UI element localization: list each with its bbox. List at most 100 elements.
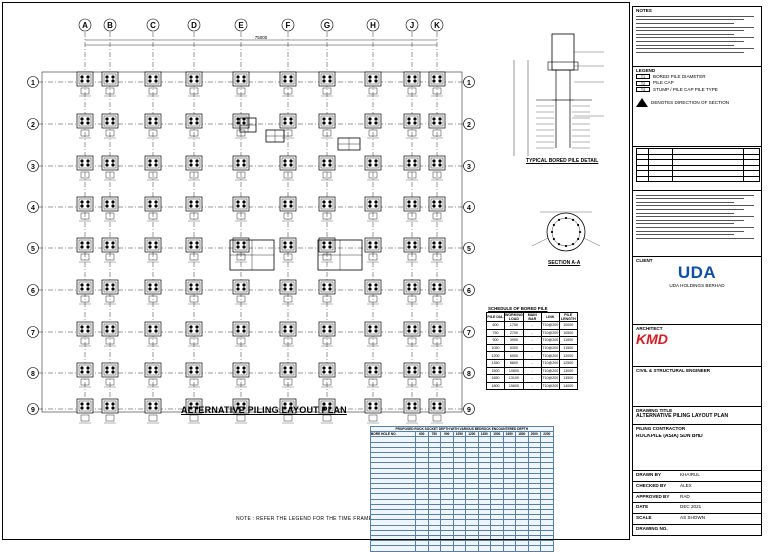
pile-cap: [428, 155, 446, 181]
pile-cap: [428, 362, 446, 388]
pile-cap: [144, 237, 162, 263]
pile-cap: [279, 71, 297, 97]
grid-bubble: 6: [27, 284, 39, 296]
grid-bubble: 7: [27, 326, 39, 338]
pile-cap: [101, 71, 119, 97]
pile-cap: [76, 196, 94, 222]
drawing-title-label: DRAWING TITLE: [636, 408, 673, 413]
grid-row-label: 3: [31, 164, 35, 171]
note-line: [636, 48, 754, 50]
note-line: [636, 15, 754, 17]
rebar-dot: [571, 218, 575, 221]
pile-cap: [232, 398, 250, 424]
table-row: [370, 477, 554, 485]
core-pile-group: [265, 129, 285, 143]
pile-cap: [144, 279, 162, 305]
rebar-dot: [550, 230, 554, 234]
grid-row-label: 8: [467, 371, 471, 378]
revision-cell: [743, 175, 760, 182]
title-field-label: CHECKED BY: [636, 482, 667, 488]
grid-bubble: 7: [463, 326, 475, 338]
grid-col-label: D: [191, 21, 197, 30]
pile-cap: [76, 362, 94, 388]
grid-row-label: 6: [467, 288, 471, 295]
grid-bubble: 9: [463, 403, 475, 415]
pile-cap: [101, 279, 119, 305]
pile-cap: [76, 71, 94, 97]
grid-bubble: A: [78, 18, 92, 32]
grid-col-label: G: [324, 21, 330, 30]
rebar-dot: [564, 216, 568, 220]
pile-cap: [318, 113, 336, 139]
pile-cap: [279, 155, 297, 181]
pile-cap: [101, 155, 119, 181]
bored-pile-detail-title: TYPICAL BORED PILE DETAIL: [526, 158, 599, 164]
title-field-value: ALEX: [680, 482, 692, 488]
note-line: [636, 22, 734, 24]
plan-title: ALTERNATIVE PILING LAYOUT PLAN: [181, 405, 347, 415]
table-cell: [427, 545, 441, 552]
pile-cap: [185, 71, 203, 97]
pile-cap: [428, 398, 446, 424]
pile-caps: [76, 71, 446, 424]
note-line: [636, 37, 754, 39]
grid-row-label: 2: [467, 122, 471, 129]
grid-col-label: B: [107, 21, 113, 30]
pile-cap: [185, 113, 203, 139]
pile-cap: [232, 155, 250, 181]
pile-cap: [144, 362, 162, 388]
pile-cap: [144, 398, 162, 424]
grid-bubble: 8: [27, 367, 39, 379]
pile-cap: [279, 398, 297, 424]
rebar-dot: [552, 237, 555, 241]
grid-bubble: H: [366, 18, 380, 32]
pile-cap: [428, 237, 446, 263]
pile-cap: [76, 237, 94, 263]
grid-bubble: 9: [27, 403, 39, 415]
contractor-label: PILING CONTRACTOR: [636, 426, 686, 431]
note-line: [636, 201, 734, 203]
pile-cap: [364, 279, 382, 305]
pile-schedule-title: SCHEDULE OF BORED PILE: [488, 306, 548, 311]
pile-cap: [76, 398, 94, 424]
pile-cap: [318, 362, 336, 388]
pile-cap: [144, 196, 162, 222]
grid-col-label: E: [238, 21, 244, 30]
pile-cap: [364, 155, 382, 181]
grid-row-label: 9: [467, 407, 471, 414]
pile-cap: [101, 398, 119, 424]
legend-text: BORED PILE DIAMETER: [653, 74, 706, 80]
pile-cap: [76, 113, 94, 139]
grid-bubble: F: [281, 18, 295, 32]
pile-cap: [279, 237, 297, 263]
pile-cap: [144, 113, 162, 139]
pile-cap: [101, 362, 119, 388]
pile-cap: [403, 237, 421, 263]
pile-cap: [279, 279, 297, 305]
note-line: [636, 223, 734, 225]
grid-bubble: 2: [27, 118, 39, 130]
table-row: [370, 529, 554, 536]
revision-section: [633, 147, 761, 191]
legend-item: T3 STUMP / PILE CAP PILE TYPE: [636, 87, 758, 92]
note-line: [636, 33, 734, 35]
grid-row-label: 1: [467, 80, 471, 87]
rebar-dot: [578, 230, 582, 234]
grid-bubble: G: [320, 18, 334, 32]
pile-cap: [318, 196, 336, 222]
pile-cap: [318, 155, 336, 181]
client-label: CLIENT: [636, 258, 653, 263]
table-cell: [527, 545, 541, 552]
pile-cap: [403, 398, 421, 424]
pile-cap: [318, 279, 336, 305]
note-line: [636, 234, 734, 236]
table-cell: [465, 545, 479, 552]
legend-item: T2 PILE CAP: [636, 80, 758, 86]
pile-cap: [101, 196, 119, 222]
title-field-label: DATE: [636, 504, 649, 510]
